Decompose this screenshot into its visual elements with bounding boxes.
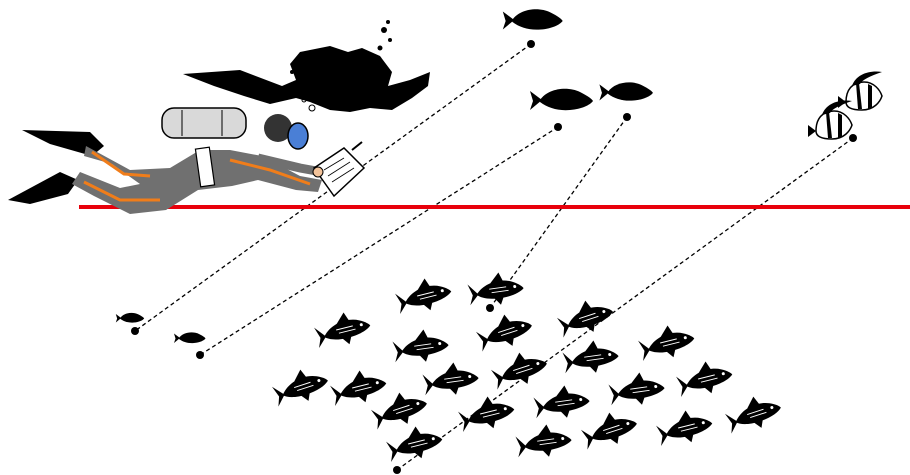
fin-icon: [8, 172, 78, 204]
bubble-icon: [381, 27, 387, 33]
fish-icon: [503, 9, 563, 29]
air-tank: [162, 108, 246, 138]
school-fish-icon: [391, 326, 450, 366]
bubble-icon: [290, 70, 294, 74]
observation-point: [623, 113, 631, 121]
school-fish-icon: [466, 269, 525, 309]
bannerfish-icon: [838, 72, 882, 110]
bubble-icon: [378, 46, 383, 51]
school-fish-icon: [474, 308, 536, 356]
school-fish-icon: [532, 382, 591, 422]
dive-mask: [288, 123, 308, 149]
school-fish-icon: [328, 365, 389, 410]
fish-school: [270, 269, 785, 465]
observation-point: [486, 304, 494, 312]
school-fish-icon: [561, 337, 620, 377]
school-fish-icon: [636, 320, 697, 365]
school-fish-icon: [384, 421, 445, 466]
upper-fish-group: [503, 9, 653, 110]
fish-icon: [530, 89, 593, 110]
bubble-icon: [388, 38, 392, 42]
observation-point: [131, 327, 139, 335]
scuba-diver-icon: [8, 98, 364, 214]
school-fish-icon: [723, 390, 785, 438]
fish-icon: [116, 313, 144, 323]
bubble-icon: [309, 105, 315, 111]
observation-point: [849, 134, 857, 142]
observation-point: [393, 466, 401, 474]
shadow-diver-silhouette: [183, 20, 430, 112]
school-fish-icon: [489, 346, 551, 394]
school-fish-icon: [421, 359, 480, 399]
school-fish-icon: [579, 406, 641, 454]
school-fish-icon: [456, 391, 517, 436]
school-fish-icon: [674, 356, 735, 401]
observation-point: [554, 123, 562, 131]
bubble-icon: [386, 20, 390, 24]
school-fish-icon: [654, 405, 715, 450]
school-fish-icon: [369, 386, 431, 434]
bannerfish-group: [808, 72, 882, 139]
fish-icon: [599, 82, 653, 100]
bannerfish-icon: [808, 101, 852, 139]
school-fish-icon: [393, 273, 454, 318]
observation-point: [527, 40, 535, 48]
small-fish-group: [116, 313, 206, 343]
observation-point: [196, 351, 204, 359]
fish-icon: [174, 332, 206, 343]
school-fish-icon: [607, 369, 666, 409]
school-fish-icon: [312, 307, 373, 352]
school-fish-icon: [514, 421, 573, 461]
school-fish-icon: [270, 363, 332, 411]
sight-line: [490, 117, 627, 308]
